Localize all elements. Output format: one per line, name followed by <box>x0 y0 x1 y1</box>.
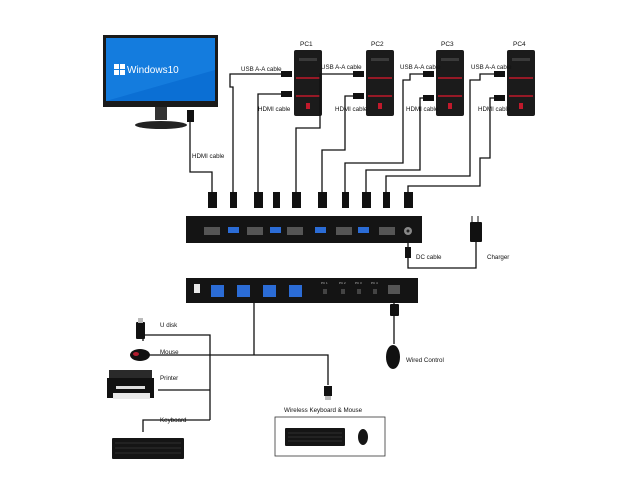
pc-tower-4 <box>507 50 535 116</box>
pc-tower-1 <box>294 50 322 116</box>
front-button-pc1-label: PC 1 <box>321 281 328 285</box>
usb-port <box>315 227 326 233</box>
pc1-usb-cable-label: USB A-A cable <box>241 66 282 73</box>
wireless-mouse-icon <box>358 429 368 445</box>
pc2-hdmi-cable-label: HDMI cable <box>335 106 368 113</box>
printer-icon <box>107 370 154 399</box>
mouse-icon <box>130 349 150 361</box>
monitor-hdmi-cable-label: HDMI cable <box>192 153 225 160</box>
kvm-back-panel <box>186 216 422 243</box>
front-usb-port <box>211 285 224 297</box>
wireless-set-box <box>274 416 386 457</box>
hdmi-in-port <box>379 227 395 235</box>
front-button-pc3-label: PC 3 <box>355 281 362 285</box>
pc4-label: PC4 <box>513 41 526 48</box>
usb-port <box>358 227 369 233</box>
front-pc-buttons: PC 1 PC 2 PC 3 PC 4 <box>321 281 378 294</box>
front-button-pc2[interactable] <box>341 289 345 294</box>
pc-cables <box>189 73 503 196</box>
udisk-label: U disk <box>160 322 178 329</box>
mouse-label: Mouse <box>160 349 179 356</box>
usb-port <box>270 227 281 233</box>
front-button-pc4-label: PC 4 <box>371 281 378 285</box>
pc-tower-3 <box>436 50 464 116</box>
pc3-hdmi-cable-label: HDMI cable <box>406 106 439 113</box>
pc2-label: PC2 <box>371 41 384 48</box>
usb-port <box>228 227 239 233</box>
hdmi-in-port <box>247 227 263 235</box>
wired-control-remote-icon <box>386 345 400 369</box>
monitor-os-text: Windows10 <box>127 65 179 76</box>
pc-tower-2 <box>366 50 394 116</box>
dc-cable-label: DC cable <box>416 254 442 261</box>
pc3-label: PC3 <box>441 41 454 48</box>
pc3-usb-cable-label: USB A-A cable <box>400 64 441 71</box>
power-cabling <box>405 216 482 269</box>
wireless-set-label: Wireless Keyboard & Mouse <box>284 407 363 414</box>
hdmi-in-port <box>287 227 303 235</box>
front-button-pc2-label: PC 2 <box>339 281 346 285</box>
pc-side-connectors <box>187 71 505 122</box>
monitor: Windows10 <box>103 35 218 129</box>
pc2-usb-cable-label: USB A-A cable <box>321 64 362 71</box>
printer-label: Printer <box>160 375 178 382</box>
keyboard-icon <box>112 438 184 459</box>
windows-logo-icon <box>114 64 125 75</box>
pc4-usb-cable-label: USB A-A cable <box>471 64 512 71</box>
udisk-icon <box>136 318 145 339</box>
front-indicator <box>194 284 200 293</box>
wireless-dongle-icon <box>324 386 332 400</box>
wired-control-label: Wired Control <box>406 357 444 364</box>
kvm-front-panel <box>186 278 418 303</box>
hdmi-in-port <box>336 227 352 235</box>
front-usb-port <box>289 285 302 297</box>
charger-icon <box>470 222 482 242</box>
kvm-back-plugs <box>208 192 413 208</box>
pc1-hdmi-cable-label: HDMI cable <box>258 106 291 113</box>
front-button-pc4[interactable] <box>373 289 377 294</box>
pc4-hdmi-cable-label: HDMI cable <box>478 106 511 113</box>
keyboard-label: Keyboard <box>160 417 187 424</box>
hdmi-out-port <box>204 227 220 235</box>
front-usb-port <box>237 285 250 297</box>
front-usb-port <box>263 285 276 297</box>
wired-control-port <box>388 285 400 294</box>
front-button-pc1[interactable] <box>323 289 327 294</box>
charger-label: Charger <box>487 254 509 261</box>
pc1-label: PC1 <box>300 41 313 48</box>
wired-control-cabling <box>386 303 400 369</box>
front-button-pc3[interactable] <box>357 289 361 294</box>
